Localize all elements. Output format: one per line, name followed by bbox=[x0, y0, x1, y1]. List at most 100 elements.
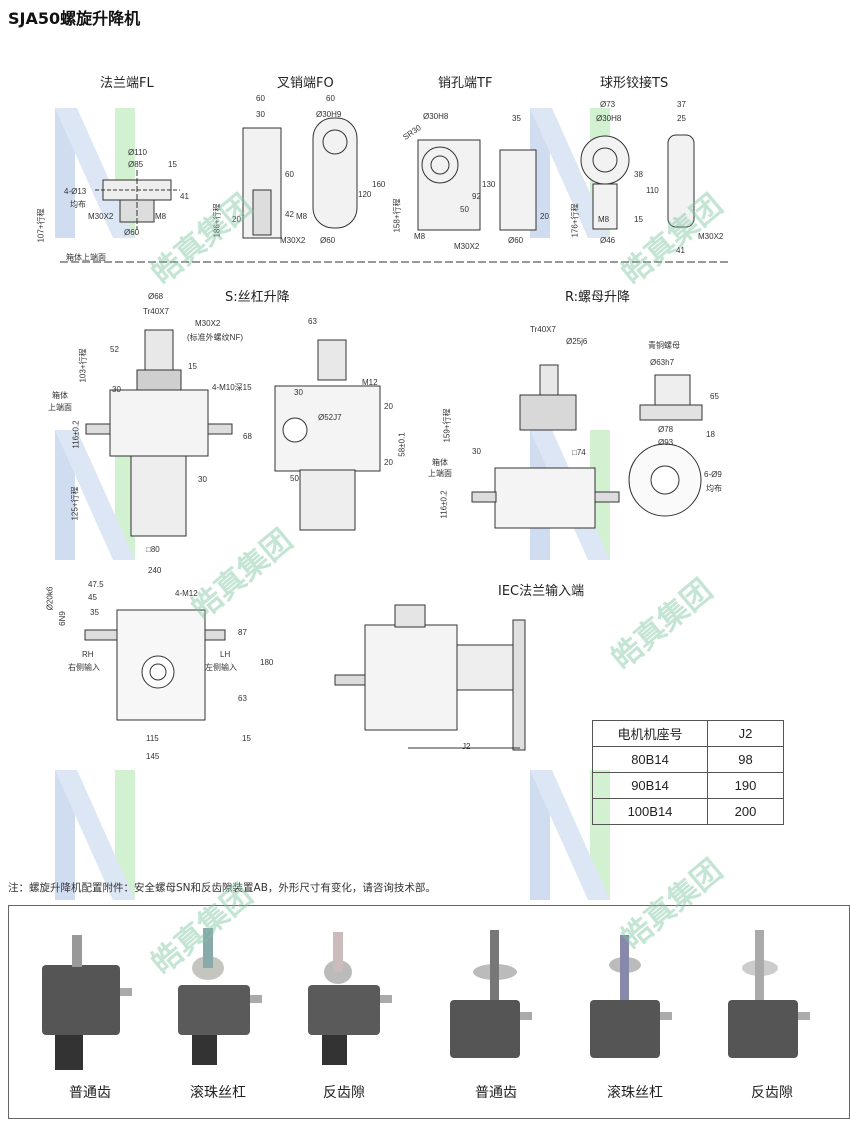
dim: 63 bbox=[308, 317, 317, 326]
dim: Ø93 bbox=[658, 438, 674, 447]
label-section-r: R:螺母升降 bbox=[565, 290, 631, 305]
dim: Ø30H8 bbox=[423, 112, 449, 121]
label-section-iec: IEC法兰输入端 bbox=[498, 584, 585, 599]
dim: M8 bbox=[598, 215, 610, 224]
dim: 41 bbox=[180, 192, 189, 201]
dim: 65 bbox=[710, 392, 719, 401]
dim: Ø46 bbox=[600, 236, 616, 245]
dim: M8 bbox=[155, 212, 167, 221]
dim: 240 bbox=[148, 566, 162, 575]
photo-caption: 滚珠丝杠 bbox=[190, 1085, 246, 1101]
dim: 68 bbox=[243, 432, 252, 441]
box-top-3b: 上端面 bbox=[428, 469, 452, 478]
dim: 180 bbox=[260, 658, 274, 667]
box-top-b: 上端面 bbox=[48, 403, 72, 412]
dim: 20 bbox=[384, 402, 393, 411]
label-fl: 法兰端FL bbox=[100, 76, 154, 91]
label-fo: 叉销端FO bbox=[277, 76, 334, 91]
dim: 35 bbox=[512, 114, 521, 123]
dim: M12 bbox=[362, 378, 378, 387]
table-row: 100B14 200 bbox=[592, 798, 784, 825]
dim: Ø60 bbox=[320, 236, 336, 245]
table-header-cell: 电机机座号 bbox=[592, 720, 708, 747]
dim: 15 bbox=[168, 160, 177, 169]
dim: 30 bbox=[198, 475, 207, 484]
dim: Ø52J7 bbox=[318, 413, 342, 422]
dim: 50 bbox=[290, 474, 299, 483]
dim: M8 bbox=[414, 232, 426, 241]
dim: M30X2 bbox=[280, 236, 306, 245]
page-title: SJA50螺旋升降机 bbox=[8, 9, 141, 28]
dim: 38 bbox=[634, 170, 643, 179]
dim: 145 bbox=[146, 752, 160, 761]
uniform-label: 均布 bbox=[706, 484, 722, 493]
dim: 30 bbox=[256, 110, 265, 119]
photo-caption: 滚珠丝杠 bbox=[607, 1085, 663, 1101]
dim: 30 bbox=[294, 388, 303, 397]
dim: 4-M10深15 bbox=[212, 383, 252, 392]
table-cell: 98 bbox=[707, 746, 784, 773]
dim: Ø110 bbox=[128, 148, 147, 157]
dim: Ø60 bbox=[508, 236, 524, 245]
table-cell: 190 bbox=[707, 772, 784, 799]
photo-caption: 反齿隙 bbox=[751, 1085, 793, 1101]
dim: 115 bbox=[146, 734, 159, 743]
dim: 18 bbox=[706, 430, 715, 439]
dim: 47.5 bbox=[88, 580, 104, 589]
end-type-drawings bbox=[60, 117, 730, 263]
bronze-nut-label: 青铜螺母 bbox=[648, 341, 680, 350]
dim: 4-M12 bbox=[175, 589, 198, 598]
dim: 60 bbox=[256, 94, 265, 103]
box-top-a: 箱体 bbox=[52, 391, 68, 400]
rh-cn-label: 右侧输入 bbox=[68, 663, 100, 672]
box-top-3a: 箱体 bbox=[432, 458, 448, 467]
dim: Ø73 bbox=[600, 100, 616, 109]
motor-table: 电机机座号 J2 80B14 98 90B14 190 100B14 200 bbox=[592, 720, 784, 825]
bottom-drawings bbox=[84, 604, 526, 751]
dim: 15 bbox=[188, 362, 197, 371]
dim: 30 bbox=[112, 385, 121, 394]
dim: 20 bbox=[540, 212, 549, 221]
dim: 4-Ø13 bbox=[64, 187, 87, 196]
dim: 110 bbox=[646, 186, 659, 195]
dim: 60 bbox=[285, 170, 294, 179]
dim: 42 bbox=[285, 210, 294, 219]
photo-caption: 普通齿 bbox=[475, 1085, 517, 1101]
table-header: 电机机座号 J2 bbox=[592, 720, 784, 747]
dim: 15 bbox=[242, 734, 251, 743]
lh-label: LH bbox=[220, 650, 231, 659]
rh-label: RH bbox=[82, 650, 94, 659]
dim: M30X2 bbox=[88, 212, 114, 221]
label-ts: 球形铰接TS bbox=[600, 76, 669, 91]
dim: Ø85 bbox=[128, 160, 144, 169]
dim: Tr40X7 bbox=[143, 307, 169, 316]
dim: Ø68 bbox=[148, 292, 164, 301]
dim: 15 bbox=[634, 215, 643, 224]
dim: Ø30H8 bbox=[596, 114, 622, 123]
dim: 6-Ø9 bbox=[704, 470, 722, 479]
table-cell: 100B14 bbox=[592, 798, 708, 825]
dim: 160 bbox=[372, 180, 386, 189]
dim: Ø30H9 bbox=[316, 110, 342, 119]
dim: M8 bbox=[296, 212, 308, 221]
dim: 20 bbox=[232, 215, 241, 224]
dim: 30 bbox=[472, 447, 481, 456]
dim: M30X2 bbox=[454, 242, 480, 251]
dim: J2 bbox=[462, 742, 471, 751]
photo-caption: 普通齿 bbox=[69, 1085, 111, 1101]
box-top-label: 箱体上端面 bbox=[66, 253, 106, 262]
dim: 35 bbox=[90, 608, 99, 617]
dim: Ø60 bbox=[124, 228, 140, 237]
dim: M30X2 bbox=[195, 319, 221, 328]
dim: M30X2 bbox=[698, 232, 724, 241]
dim: 均布 bbox=[70, 200, 86, 209]
dim: 130 bbox=[482, 180, 496, 189]
dim: 92 bbox=[472, 192, 481, 201]
dim: □74 bbox=[572, 448, 586, 457]
dim: Ø63h7 bbox=[650, 358, 675, 367]
dim: 25 bbox=[677, 114, 686, 123]
photo-caption: 反齿隙 bbox=[323, 1085, 365, 1101]
lh-cn-label: 左侧输入 bbox=[205, 663, 237, 672]
